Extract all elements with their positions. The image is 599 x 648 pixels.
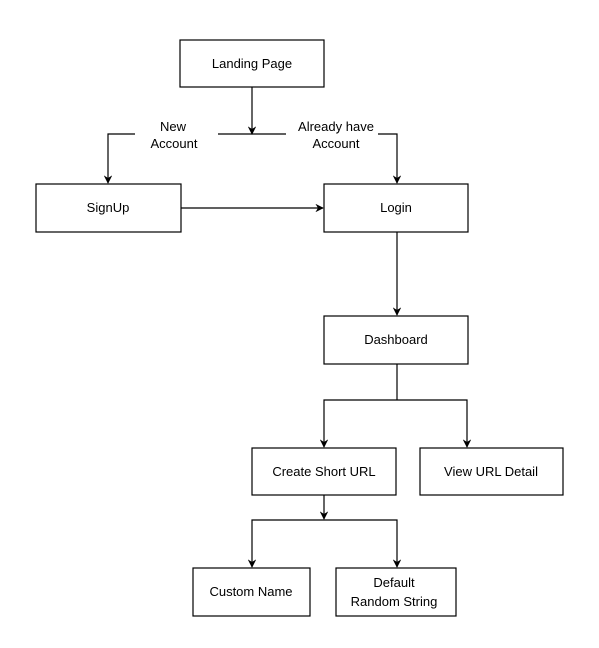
new-account-label-line1: New: [160, 119, 187, 134]
already-account-label-line1: Already have: [298, 119, 374, 134]
edge-to-view: [397, 399, 472, 448]
edge-to-create: [319, 399, 397, 448]
edge-to-default: [324, 519, 402, 568]
node-default-random-string-line2: Random String: [351, 594, 438, 609]
node-signup-label: SignUp: [87, 200, 130, 215]
edge-to-custom: [247, 519, 324, 568]
node-create-short-url-label: Create Short URL: [272, 464, 375, 479]
edge-to-signup: [103, 133, 135, 184]
node-create-short-url: Create Short URL: [251, 447, 397, 496]
edge-labels: New Account Already have Account: [151, 119, 374, 151]
node-custom-name: Custom Name: [192, 567, 311, 617]
node-default-random-string-line1: Default: [373, 575, 415, 590]
node-custom-name-label: Custom Name: [209, 584, 292, 599]
node-login-label: Login: [380, 200, 412, 215]
node-dashboard-label: Dashboard: [364, 332, 428, 347]
already-account-label-line2: Account: [313, 136, 360, 151]
node-landing-page-label: Landing Page: [212, 56, 292, 71]
edge-to-login: [378, 133, 402, 184]
edges: [103, 87, 472, 568]
node-landing-page: Landing Page: [179, 39, 325, 88]
node-view-url-detail-label: View URL Detail: [444, 464, 538, 479]
new-account-label-line2: Account: [151, 136, 198, 151]
node-view-url-detail: View URL Detail: [419, 447, 564, 496]
node-signup: SignUp: [35, 183, 182, 233]
node-login: Login: [323, 183, 469, 233]
node-dashboard: Dashboard: [323, 315, 469, 365]
node-default-random-string: Default Random String: [335, 567, 457, 617]
